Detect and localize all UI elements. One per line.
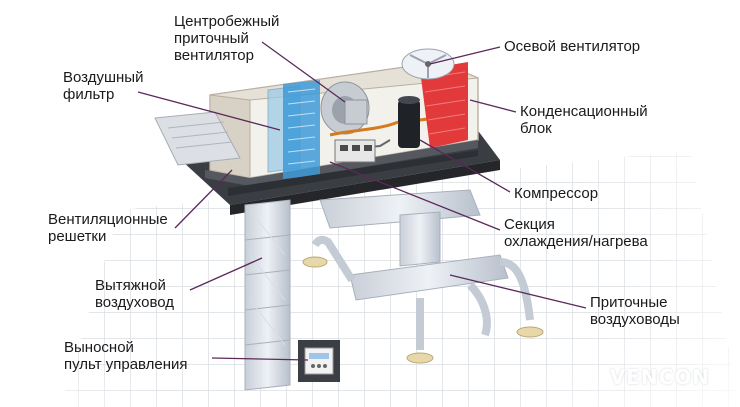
label-condenser-unit: Конденсационный блок: [520, 103, 648, 137]
label-compressor: Компрессор: [514, 185, 599, 202]
leader-lines: [137, 41, 587, 361]
vencon-logo: VENCON: [609, 365, 710, 389]
label-exhaust-duct: Вытяжной воздуховод: [95, 277, 175, 311]
label-cooling-heating-section: Секция охлаждения/нагрева: [504, 216, 648, 250]
leader-supply-ducts: [449, 274, 587, 309]
exhaust-duct-shape: [244, 199, 291, 391]
label-supply-ducts: Приточные воздуховоды: [590, 294, 680, 328]
leader-compressor: [419, 139, 511, 193]
leader-exhaust-duct: [189, 257, 263, 291]
leader-cooling-heating: [329, 161, 501, 231]
unit-housing: [154, 48, 479, 196]
label-vent-grilles: Вентиляционные решетки: [48, 211, 168, 245]
leader-axial-fan: [429, 46, 501, 65]
label-centrifugal-fan: Центробежный приточный вентилятор: [174, 13, 280, 64]
leader-vent-grilles: [174, 169, 233, 229]
leader-centrifugal-fan: [261, 41, 346, 103]
remote-control-shape: [298, 340, 340, 382]
supply-ducts-shape: [302, 189, 544, 364]
leader-remote-control: [211, 357, 309, 361]
leader-air-filter: [137, 91, 281, 131]
label-axial-fan: Осевой вентилятор: [504, 38, 641, 55]
leader-condenser: [469, 99, 517, 113]
label-remote-control: Выносной пульт управления: [64, 339, 188, 373]
label-air-filter: Воздушный фильтр: [63, 69, 144, 103]
